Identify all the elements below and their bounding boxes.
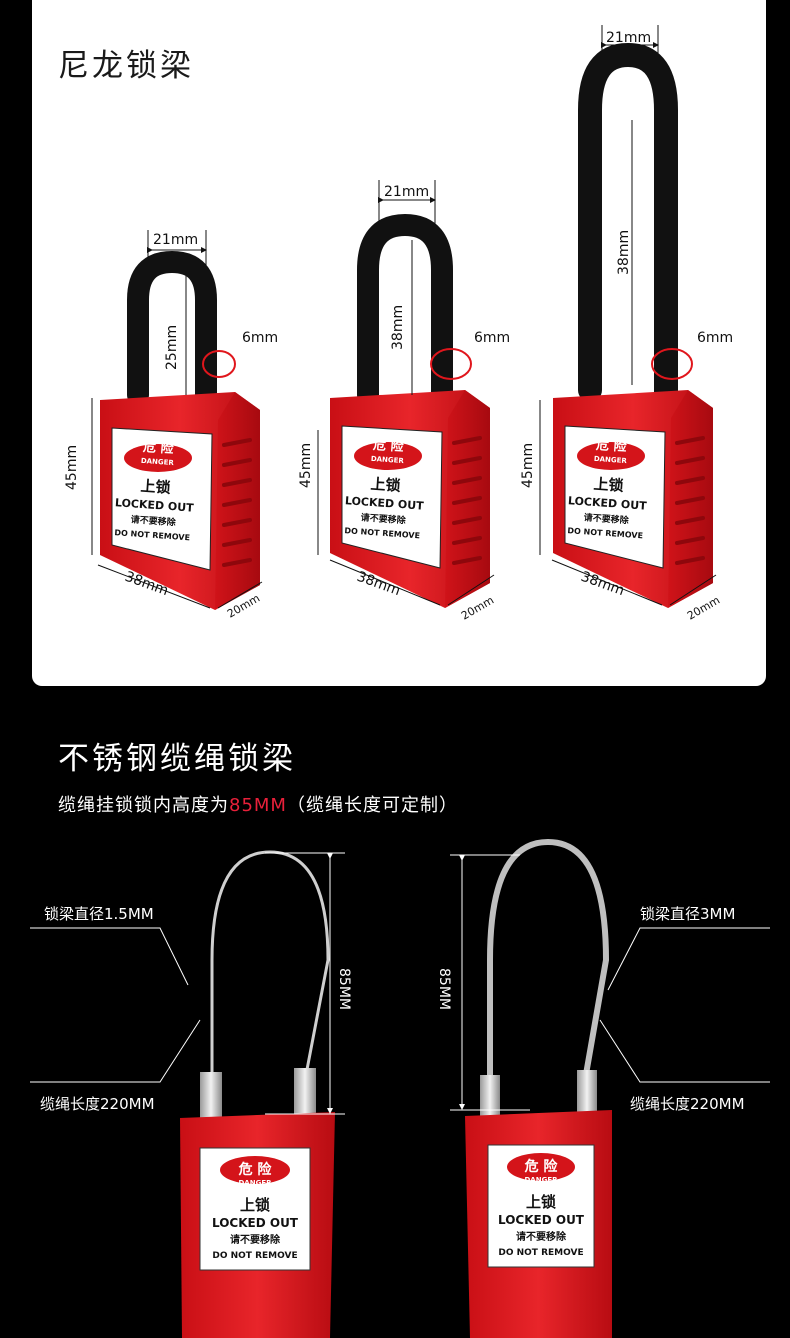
nylon-lock-25mm <box>98 250 262 612</box>
svg-text:6mm: 6mm <box>242 330 278 346</box>
svg-text:请不要移除: 请不要移除 <box>516 1230 567 1243</box>
svg-text:21mm: 21mm <box>153 232 198 248</box>
nylon-lock-38mm <box>328 213 492 610</box>
subtitle-prefix: 缆绳挂锁锁内高度为 <box>58 795 229 816</box>
svg-text:45mm: 45mm <box>520 443 536 488</box>
svg-text:危 险: 危 险 <box>595 437 628 455</box>
svg-text:DO NOT REMOVE: DO NOT REMOVE <box>212 1251 297 1261</box>
right-diameter-label: 锁梁直径3MM <box>640 905 736 923</box>
svg-text:危 险: 危 险 <box>372 437 405 455</box>
svg-text:上锁: 上锁 <box>240 1196 270 1214</box>
steel-subtitle: 缆绳挂锁锁内高度为85MM（缆绳长度可定制） <box>58 791 458 817</box>
svg-text:上锁: 上锁 <box>370 475 401 495</box>
svg-text:LOCKED OUT: LOCKED OUT <box>114 496 194 515</box>
lock3-dimensions <box>539 25 717 606</box>
svg-text:85MM: 85MM <box>336 968 352 1010</box>
svg-text:DANGER: DANGER <box>141 457 175 467</box>
svg-text:45mm: 45mm <box>64 445 80 490</box>
cable-lock-1.5mm <box>180 850 335 1338</box>
nylon-lock-long <box>551 42 715 610</box>
svg-text:请不要移除: 请不要移除 <box>130 513 177 528</box>
svg-text:DANGER: DANGER <box>594 455 628 465</box>
nylon-section-title: 尼龙锁梁 <box>58 48 194 84</box>
lock1-dimensions <box>91 230 263 609</box>
svg-text:危 险: 危 险 <box>142 439 175 457</box>
svg-text:85MM: 85MM <box>436 968 452 1010</box>
svg-text:38mm: 38mm <box>616 230 632 275</box>
svg-text:DANGER: DANGER <box>238 1179 272 1187</box>
svg-text:21mm: 21mm <box>606 30 651 46</box>
svg-text:DANGER: DANGER <box>371 455 405 465</box>
svg-text:请不要移除: 请不要移除 <box>230 1233 281 1246</box>
svg-text:危 险: 危 险 <box>524 1158 559 1175</box>
svg-text:DANGER: DANGER <box>524 1176 558 1184</box>
cable-lock-3mm <box>465 838 612 1338</box>
left-diameter-label: 锁梁直径1.5MM <box>44 905 154 923</box>
svg-text:危 险: 危 险 <box>238 1161 273 1178</box>
svg-text:LOCKED OUT: LOCKED OUT <box>498 1213 585 1227</box>
lock2-dimensions <box>317 180 495 606</box>
svg-text:上锁: 上锁 <box>526 1193 556 1211</box>
svg-text:上锁: 上锁 <box>140 477 171 497</box>
svg-text:6mm: 6mm <box>697 330 733 346</box>
svg-text:DO NOT REMOVE: DO NOT REMOVE <box>498 1248 583 1258</box>
svg-text:LOCKED OUT: LOCKED OUT <box>212 1216 299 1230</box>
svg-text:20mm: 20mm <box>459 594 496 623</box>
left-length-label: 缆绳长度220MM <box>40 1095 155 1113</box>
svg-text:38mm: 38mm <box>390 305 406 350</box>
svg-text:25mm: 25mm <box>164 325 180 370</box>
svg-text:LOCKED OUT: LOCKED OUT <box>567 494 647 513</box>
svg-text:6mm: 6mm <box>474 330 510 346</box>
svg-text:上锁: 上锁 <box>593 475 624 495</box>
svg-text:请不要移除: 请不要移除 <box>360 511 407 526</box>
svg-text:LOCKED OUT: LOCKED OUT <box>344 494 424 513</box>
svg-text:45mm: 45mm <box>298 443 314 488</box>
cable-tags: 危 险 DANGER 上锁 LOCKED OUT 请不要移除 DO NOT RE… <box>212 1158 585 1261</box>
steel-section-title: 不锈钢缆绳锁梁 <box>58 741 296 777</box>
svg-text:请不要移除: 请不要移除 <box>583 511 630 526</box>
subtitle-suffix: （缆绳长度可定制） <box>286 795 458 816</box>
svg-text:20mm: 20mm <box>685 594 722 623</box>
right-length-label: 缆绳长度220MM <box>630 1095 745 1113</box>
svg-text:21mm: 21mm <box>384 184 429 200</box>
subtitle-highlight: 85MM <box>229 795 287 816</box>
cable-dimensions <box>30 852 770 1115</box>
